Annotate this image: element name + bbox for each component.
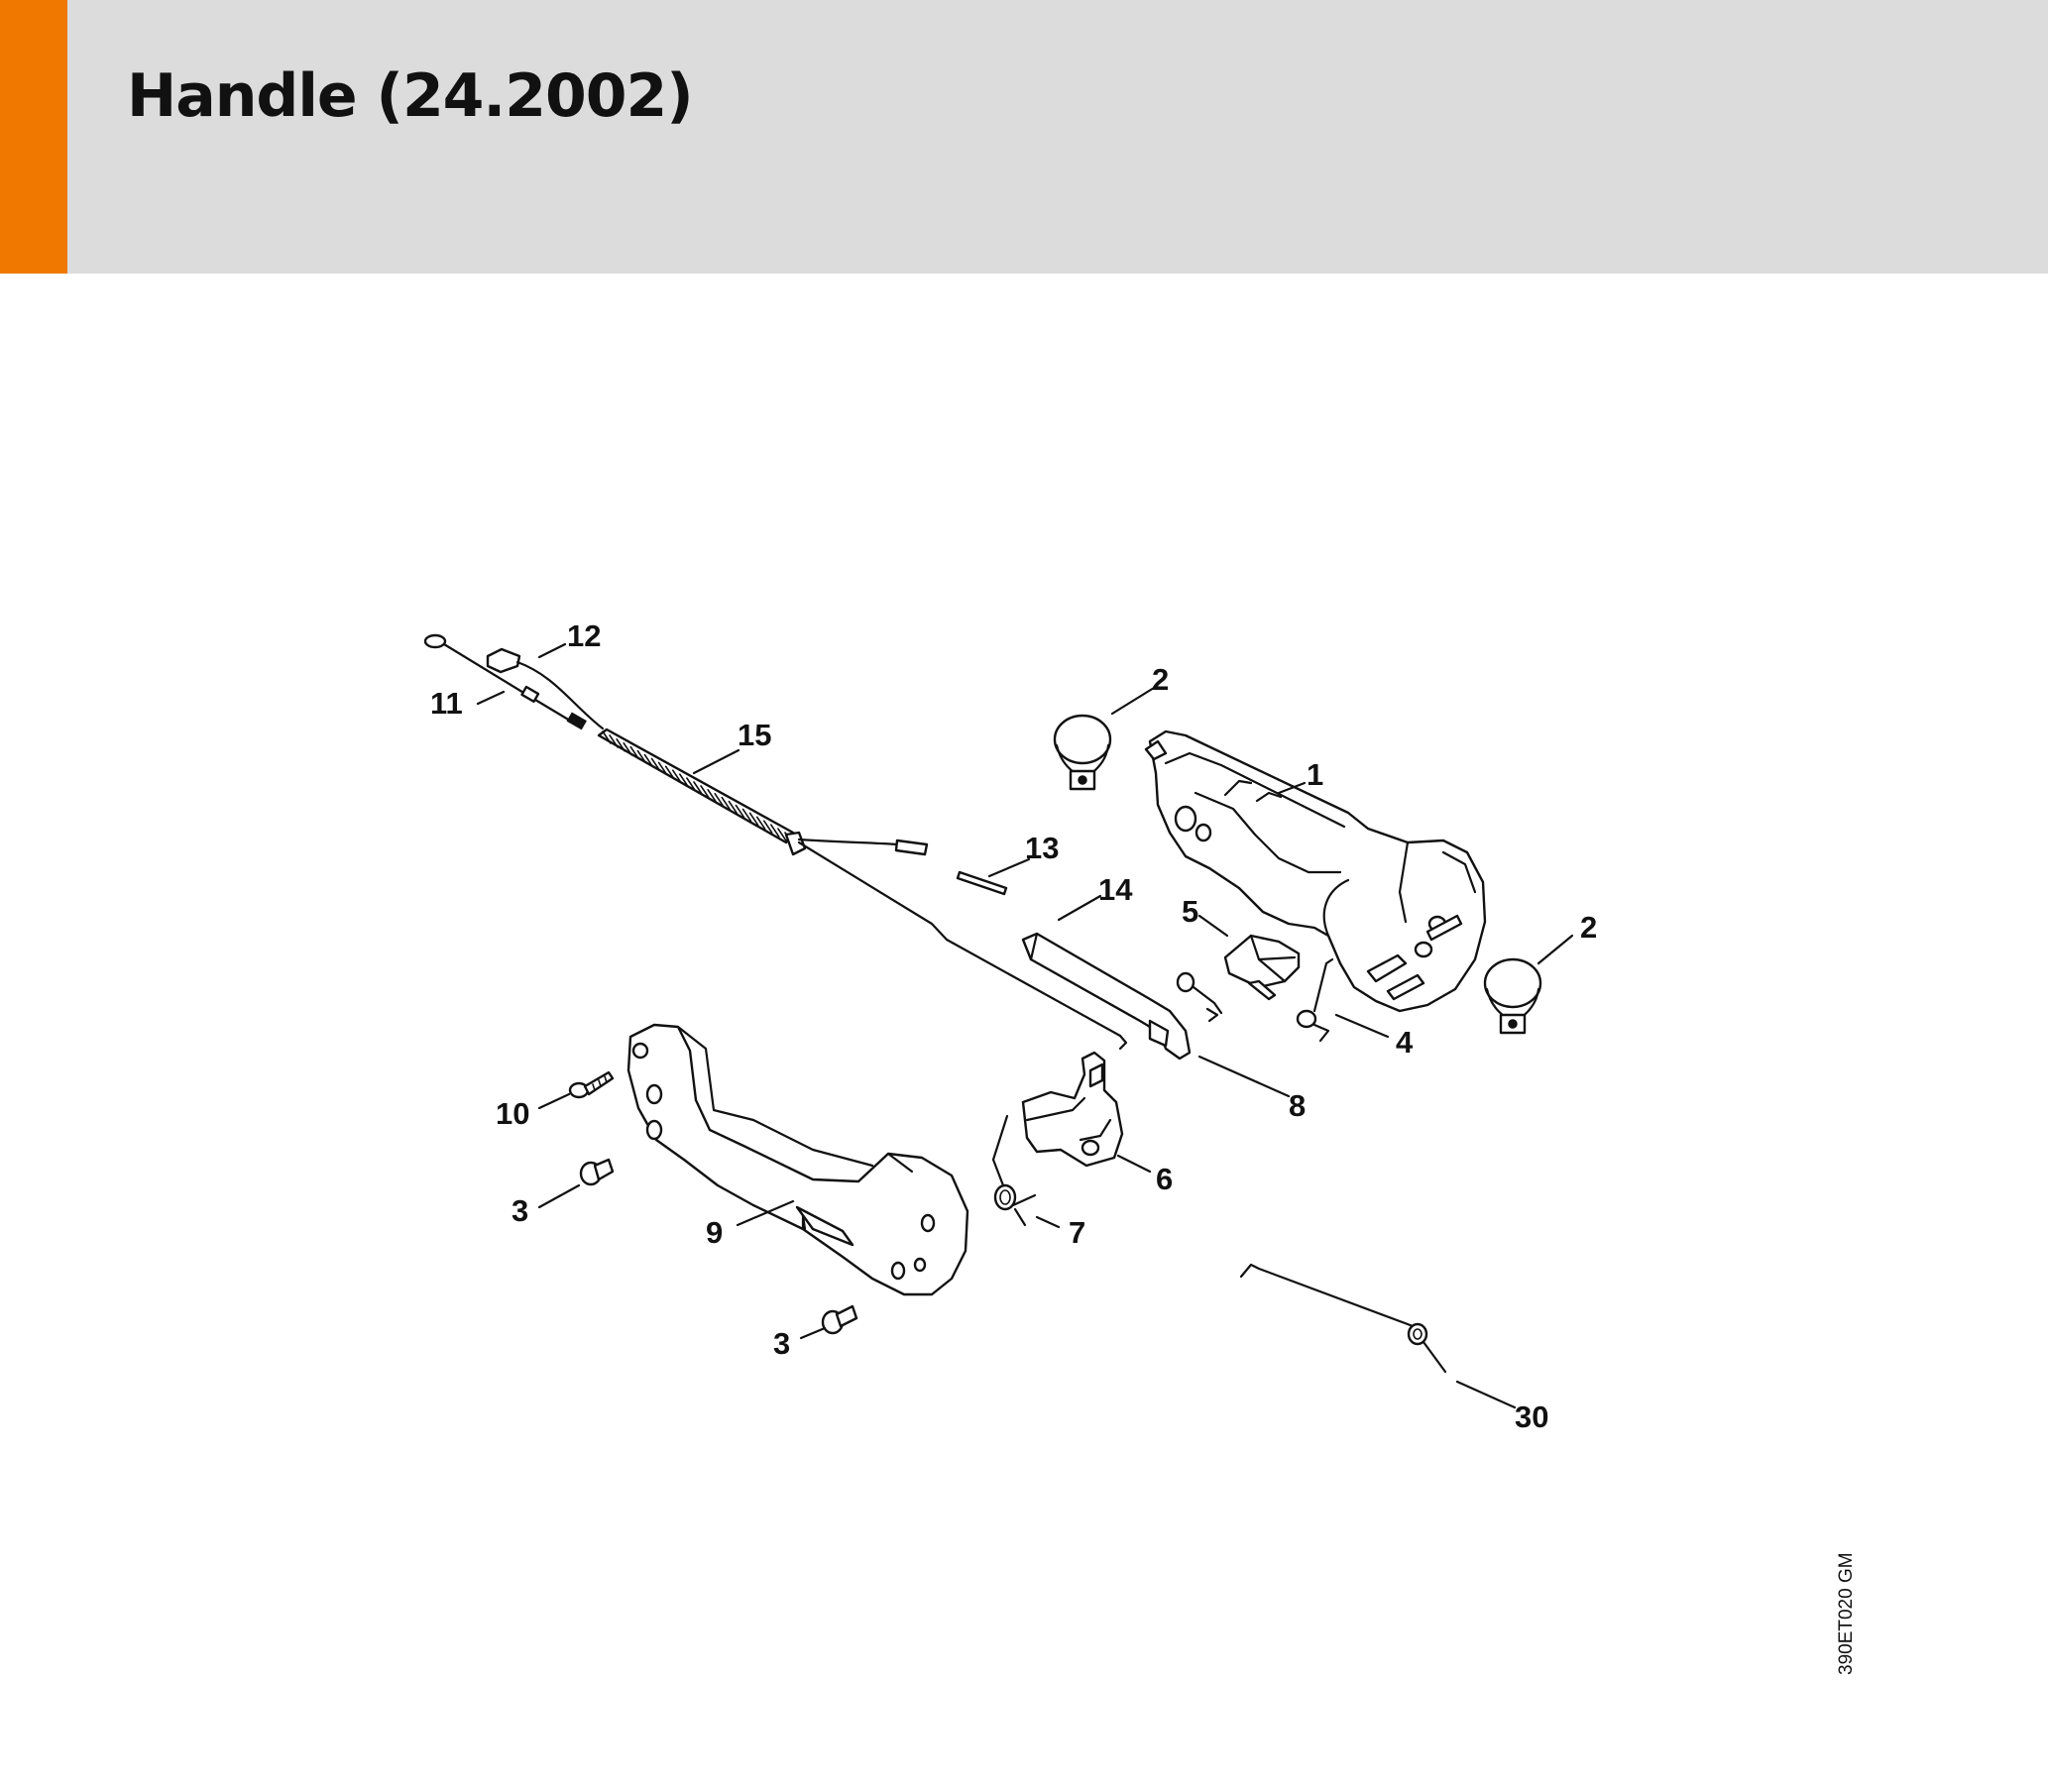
callout-9: 9 (706, 1215, 723, 1250)
torsion-spring-8-part (1205, 1007, 1219, 1023)
switch-carrier-part (1021, 1051, 1124, 1168)
callout-3b: 3 (773, 1326, 790, 1361)
header-band (0, 0, 2048, 274)
callout-12: 12 (567, 618, 601, 653)
accent-bar (0, 0, 67, 274)
callout-30: 30 (1515, 1400, 1548, 1434)
callout-6: 6 (1156, 1162, 1173, 1196)
throttle-cable-part (597, 728, 1128, 1051)
screw-a-part (579, 1158, 615, 1186)
callout-5: 5 (1182, 894, 1198, 929)
callout-13: 13 (1025, 831, 1059, 865)
callout-11: 11 (430, 686, 463, 721)
callout-3a: 3 (512, 1193, 528, 1228)
spring-clip-part (1296, 957, 1334, 1043)
slide-switch-part (1223, 934, 1301, 1001)
callout-14: 14 (1098, 872, 1133, 907)
pin-part (956, 870, 1008, 896)
callout-10: 10 (496, 1096, 529, 1131)
callout-2b: 2 (1580, 910, 1597, 945)
callout-7: 7 (1069, 1215, 1085, 1250)
screw-b-part (821, 1304, 858, 1335)
drawing-code: 390ET020 GM (1836, 1552, 1857, 1675)
callout-2a: 2 (1152, 662, 1169, 697)
clamp-left-part (1053, 714, 1112, 791)
callout-15: 15 (738, 718, 771, 752)
handle-molding-part (626, 1023, 969, 1296)
throttle-trigger-part (1021, 932, 1223, 1061)
page-title: Handle (24.2002) (127, 61, 694, 131)
leader-lines (476, 642, 1574, 1409)
callout-4: 4 (1396, 1025, 1414, 1060)
callout-1: 1 (1307, 757, 1323, 792)
callout-8: 8 (1289, 1088, 1306, 1123)
torsion-spring-7-part (991, 1114, 1037, 1227)
clamp-right-part (1483, 957, 1542, 1035)
callout-labels: 1 2 2 3 3 4 5 6 7 8 9 10 11 12 13 14 15 … (430, 618, 1597, 1434)
handle-housing-part (1144, 729, 1487, 1013)
wire-lead-part (423, 633, 605, 730)
spring-wire-part (1239, 1263, 1447, 1374)
tapping-screw-part (568, 1070, 615, 1099)
